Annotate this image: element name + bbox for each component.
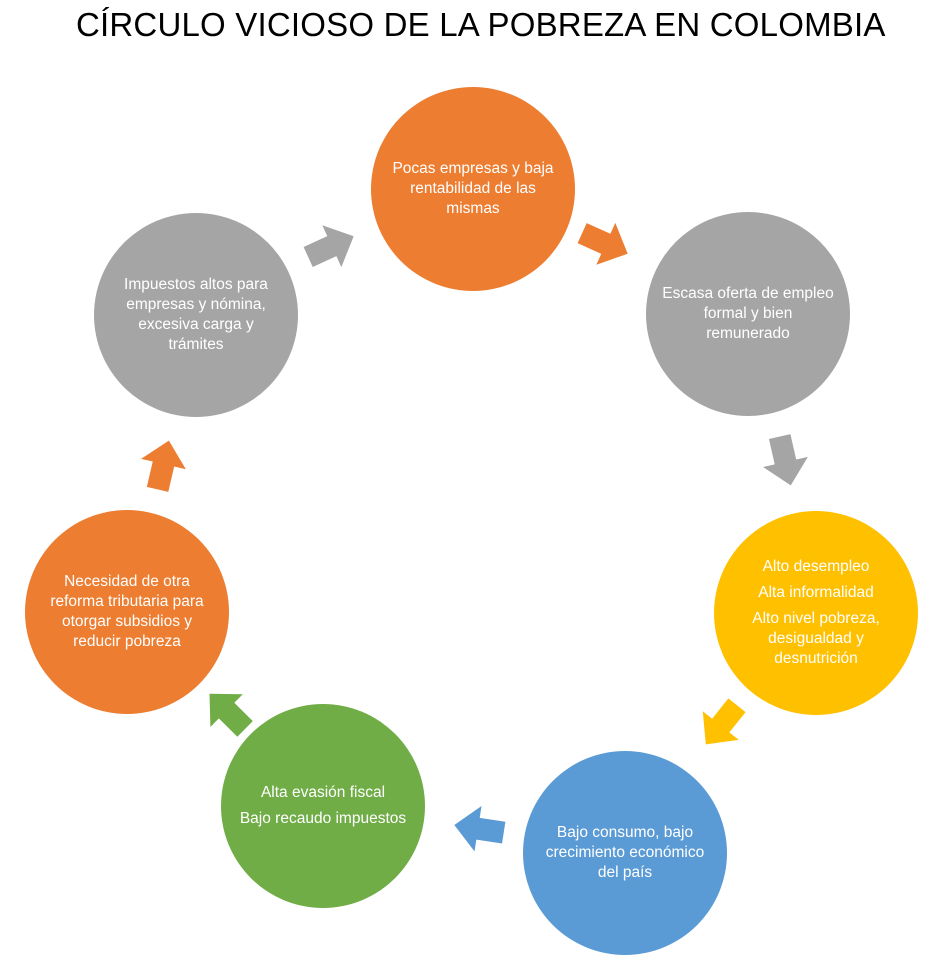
cycle-node-1: Pocas empresas y baja rentabilidad de la… (371, 87, 575, 291)
cycle-node-7: Impuestos altos para empresas y nómina, … (94, 213, 298, 417)
cycle-arrow-6 (141, 440, 186, 492)
cycle-arrow-2 (763, 434, 808, 486)
cycle-node-7-text-1: Impuestos altos para empresas y nómina, … (124, 276, 268, 353)
cycle-node-5-text-1: Alta evasión fiscal (260, 784, 386, 801)
cycle-arrow-7 (303, 225, 354, 268)
cycle-node-2-text-1: Escasa oferta de empleo formal y bien re… (662, 285, 834, 342)
cycle-node-1-text-1: Pocas empresas y baja rentabilidad de la… (392, 160, 554, 217)
cycle-node-3-text-1: Alto desempleo (762, 558, 870, 575)
cycle-arrow-4 (454, 805, 506, 852)
cycle-node-5-text-2: Bajo recaudo impuestos (239, 810, 407, 827)
cycle-arrow-1 (577, 222, 628, 265)
cycle-node-4-text-1: Bajo consumo, bajo crecimiento económico… (545, 824, 705, 881)
cycle-arrow-5 (209, 693, 253, 737)
cycle-arrow-3 (702, 698, 746, 745)
cycle-node-3-text-3: Alto nivel pobreza, desigualdad y desnut… (752, 610, 880, 667)
cycle-node-2: Escasa oferta de empleo formal y bien re… (646, 212, 850, 416)
cycle-node-6: Necesidad de otra reforma tributaria par… (25, 510, 229, 714)
cycle-node-3-text-2: Alta informalidad (758, 584, 874, 601)
cycle-node-4: Bajo consumo, bajo crecimiento económico… (523, 751, 727, 955)
cycle-node-6-text-1: Necesidad de otra reforma tributaria par… (50, 573, 204, 650)
page-title: CÍRCULO VICIOSO DE LA POBREZA EN COLOMBI… (76, 6, 886, 43)
